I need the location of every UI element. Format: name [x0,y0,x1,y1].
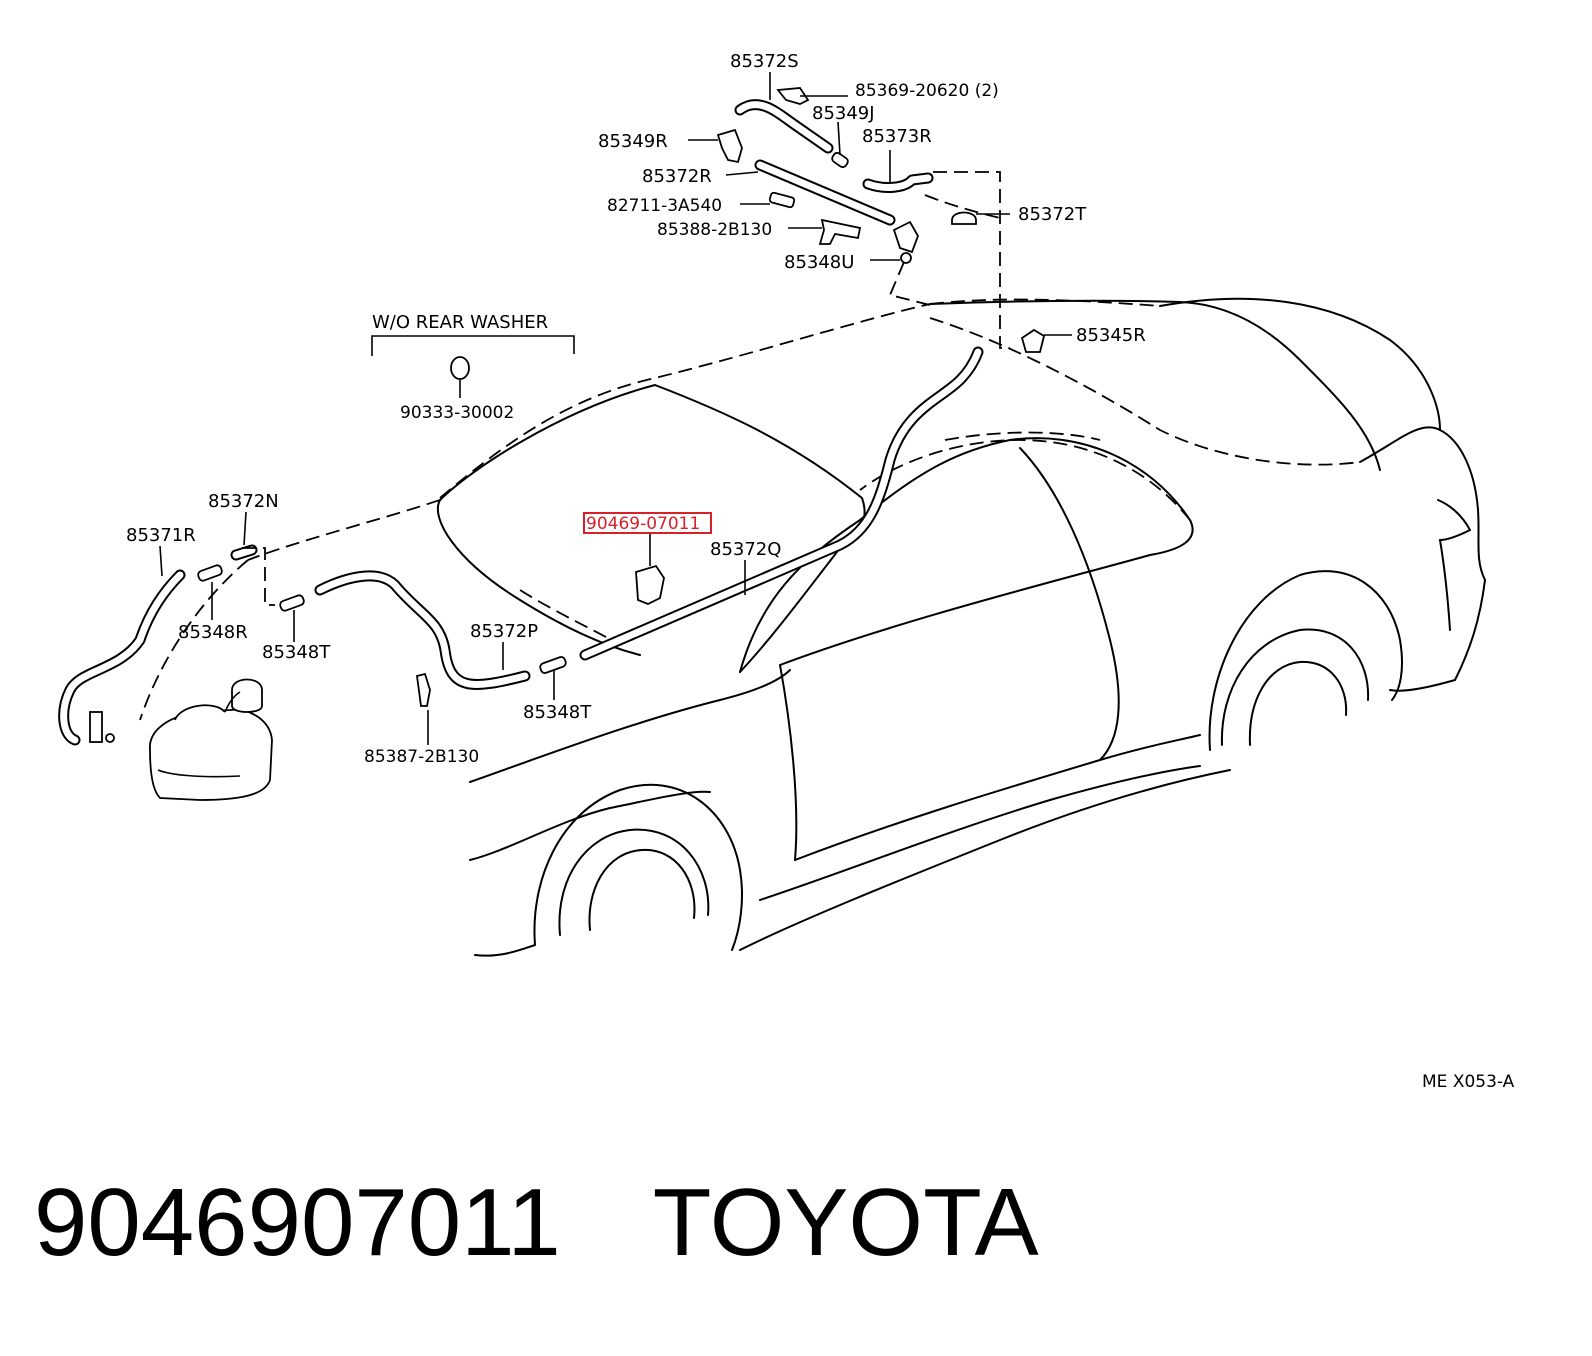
label-85349R: 85349R [598,131,668,152]
label-85387-2B130: 85387-2B130 [364,747,479,767]
label-85369-20620: 85369-20620 (2) [855,81,999,101]
label-85372Q: 85372Q [710,539,781,560]
label-85372P: 85372P [470,621,538,642]
group-bracket [371,335,575,356]
diagram-ref-code: ME X053-A [1422,1072,1515,1092]
label-85345R: 85345R [1076,325,1146,346]
label-90333-30002: 90333-30002 [400,403,514,423]
label-85371R: 85371R [126,525,196,546]
label-85372N: 85372N [208,491,279,512]
car-outline [139,297,1486,957]
label-85372T: 85372T [1018,204,1087,225]
part-labels: 85372S 85369-20620 (2) 85349J 85349R 853… [126,51,1515,1092]
label-85348T-lower: 85348T [523,702,592,723]
label-85348T-upper: 85348T [262,642,331,663]
label-85372S: 85372S [730,51,799,72]
label-group-wo-rear-washer: W/O REAR WASHER [372,312,548,333]
footer-title: 9046907011 TOYOTA [34,1168,1134,1278]
leader-lines [159,72,1072,745]
label-85373R: 85373R [862,126,932,147]
label-85349J: 85349J [812,103,875,124]
footer-part-number: 9046907011 [34,1169,561,1276]
washer-hoses [58,99,1010,746]
label-85388-2B130: 85388-2B130 [657,220,772,240]
label-90469-07011: 90469-07011 [586,514,700,534]
label-85348U: 85348U [784,252,854,273]
upper-parts [416,87,1046,707]
label-82711-3A540: 82711-3A540 [607,196,722,216]
washer-tank-icon [89,678,273,801]
label-85372R: 85372R [642,166,712,187]
highlight-box [583,512,712,534]
label-85348R: 85348R [178,622,248,643]
footer-brand: TOYOTA [652,1169,1039,1276]
